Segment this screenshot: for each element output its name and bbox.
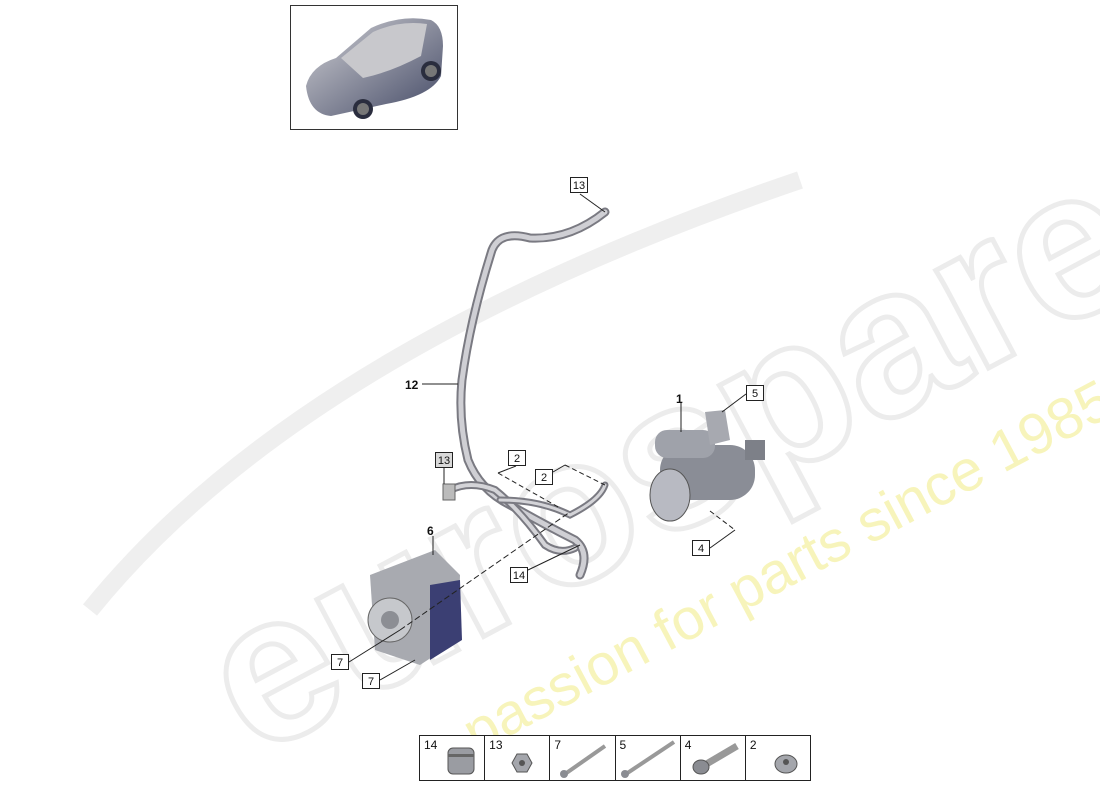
callout-2-a[interactable]: 2 [508, 450, 526, 466]
callout-5[interactable]: 5 [746, 385, 764, 401]
flange-bolt-icon [692, 742, 739, 775]
callout-4[interactable]: 4 [692, 540, 710, 556]
legend-label: 14 [424, 738, 438, 752]
cable-harness [442, 207, 610, 580]
legend-label: 7 [554, 738, 562, 752]
callout-14[interactable]: 14 [510, 567, 528, 583]
legend-label: 5 [619, 738, 627, 752]
alternator [367, 550, 462, 665]
flange-nut-icon [774, 754, 798, 774]
callout-6[interactable]: 6 [427, 524, 434, 538]
nut-icon [511, 753, 533, 773]
parts-legend: 14 13 7 5 4 2 [419, 735, 811, 781]
legend-label: 2 [749, 738, 757, 752]
callout-7-a[interactable]: 7 [331, 654, 349, 670]
legend-item-5[interactable]: 5 [616, 736, 681, 780]
legend-item-7[interactable]: 7 [550, 736, 616, 780]
car-icon [306, 18, 443, 119]
legend-item-4[interactable]: 4 [681, 736, 746, 780]
legend-item-14[interactable]: 14 [420, 736, 486, 780]
legend-item-13[interactable]: 13 [485, 736, 551, 780]
bolt-icon [560, 744, 607, 778]
callout-12[interactable]: 12 [405, 378, 419, 392]
legend-item-2[interactable]: 2 [746, 736, 810, 780]
legend-label: 13 [489, 738, 503, 752]
sleeve-icon [447, 747, 475, 775]
callout-7-b[interactable]: 7 [362, 673, 380, 689]
starter-motor [649, 410, 765, 522]
long-bolt-icon [620, 740, 675, 778]
vehicle-thumbnail [290, 5, 458, 130]
callout-2-b[interactable]: 2 [535, 469, 553, 485]
callout-1[interactable]: 1 [676, 392, 683, 406]
callout-13-left[interactable]: 13 [435, 452, 453, 468]
legend-label: 4 [684, 738, 692, 752]
callout-13-top[interactable]: 13 [570, 177, 588, 193]
leader-lines [348, 193, 747, 681]
